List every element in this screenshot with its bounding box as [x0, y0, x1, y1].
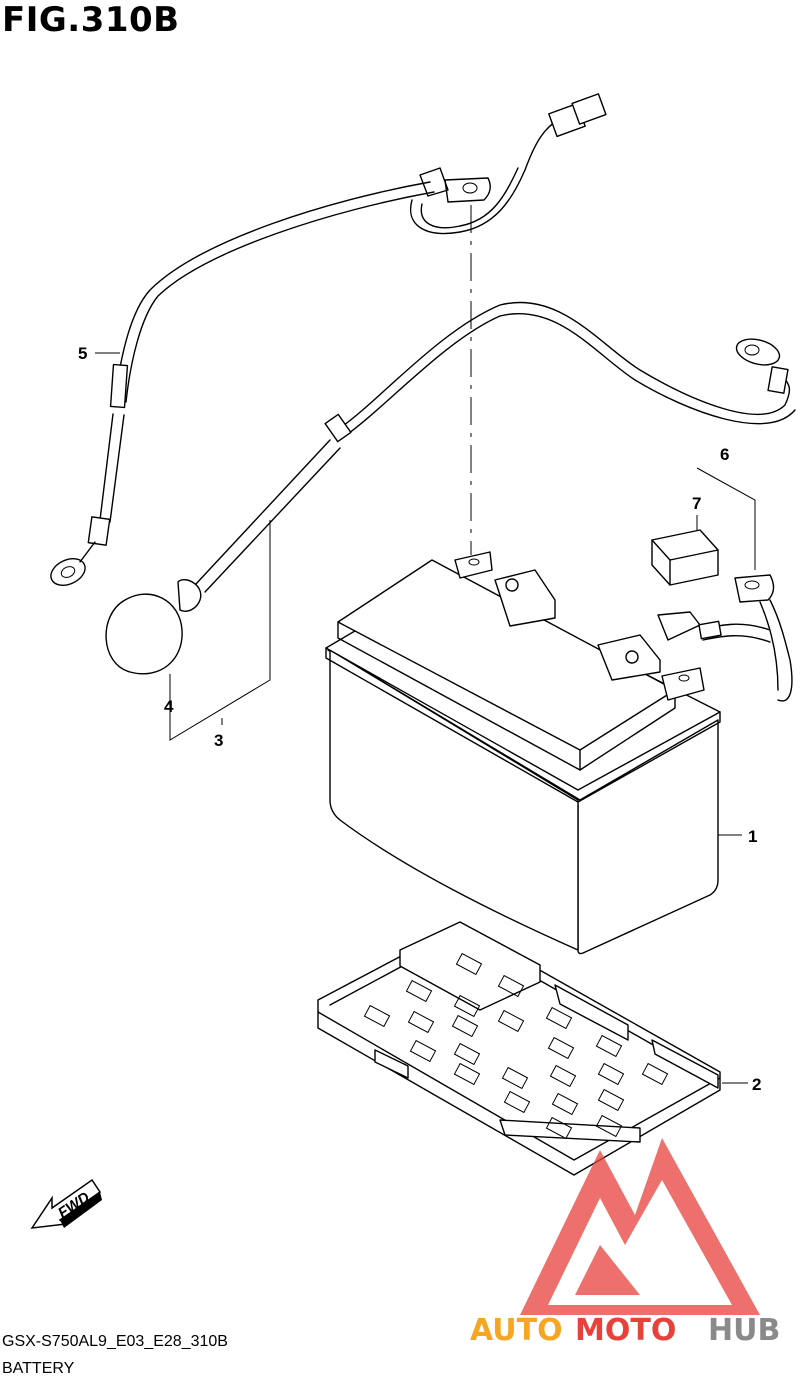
callout-7: 7: [692, 494, 701, 513]
section-name: BATTERY: [2, 1360, 75, 1377]
part-5-cable[interactable]: [47, 93, 607, 591]
callout-5: 5: [78, 344, 87, 363]
callout-6: 6: [720, 445, 729, 464]
part-6-negative-lead[interactable]: [657, 574, 793, 702]
part-7-terminal-cap[interactable]: [651, 529, 719, 586]
figure-title: FIG.310B: [2, 0, 180, 40]
automotohub-logo: [520, 1138, 760, 1315]
watermark-auto: AUTO: [470, 1313, 563, 1348]
callout-4: 4: [164, 697, 174, 716]
callout-2: 2: [752, 1075, 761, 1094]
part-3-cable-with-boot[interactable]: [105, 301, 796, 675]
callout-leaders: [95, 352, 756, 1084]
part-2-battery-tray[interactable]: [317, 921, 721, 1176]
fwd-arrow-icon: FWD: [30, 1178, 102, 1229]
part-1-battery[interactable]: [325, 551, 721, 955]
watermark-moto: MOTO: [575, 1313, 676, 1348]
callout-3: 3: [214, 731, 223, 750]
model-code: GSX-S750AL9_E03_E28_310B: [2, 1333, 228, 1350]
callout-1: 1: [748, 827, 757, 846]
watermark-hub: HUB: [708, 1313, 780, 1348]
